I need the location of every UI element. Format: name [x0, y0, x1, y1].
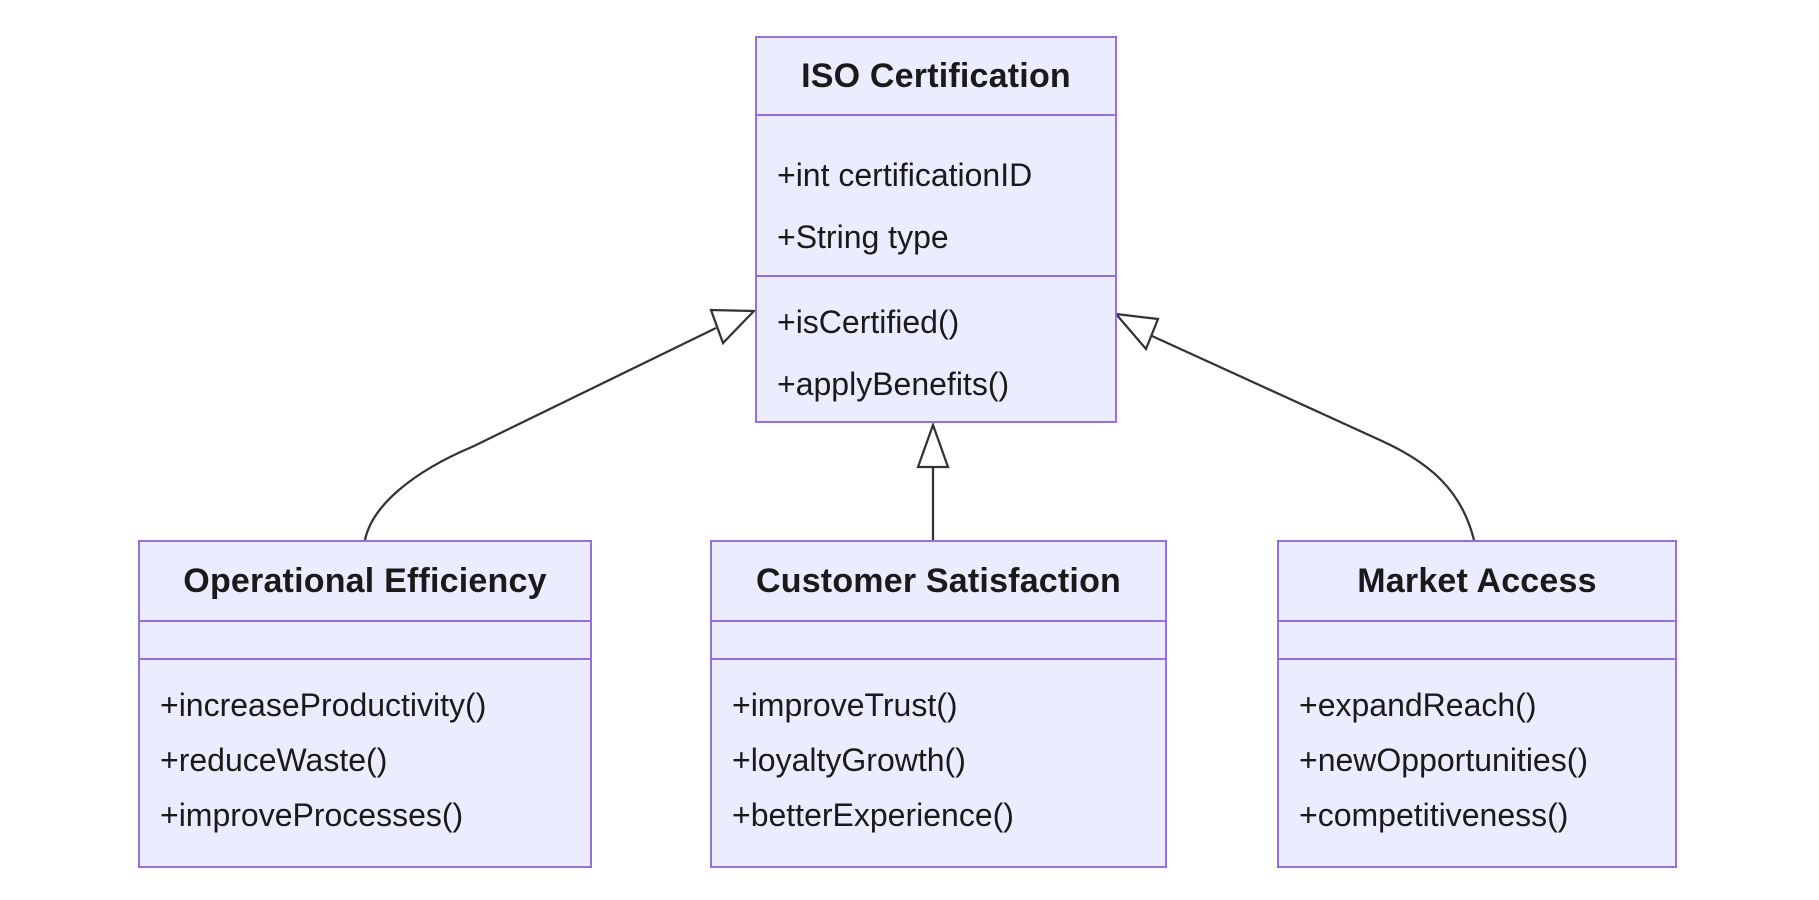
class-attribute: +String type [777, 219, 949, 255]
class-attributes-section [1279, 620, 1675, 658]
class-box-market-access: Market Access +expandReach() +newOpportu… [1277, 540, 1677, 868]
inheritance-arrow-market-access [1113, 312, 1476, 541]
class-attributes-section: +int certificationID +String type [757, 114, 1115, 275]
class-method: +isCertified() [777, 304, 960, 340]
class-method: +increaseProductivity() [160, 687, 487, 723]
class-title: Customer Satisfaction [755, 561, 1122, 600]
class-method: +reduceWaste() [160, 742, 388, 778]
inheritance-arrow-customer-satisfaction [916, 421, 950, 540]
class-methods-section: +isCertified() +applyBenefits() [757, 275, 1115, 421]
class-methods-section: +increaseProductivity() +reduceWaste() +… [140, 658, 590, 866]
class-method: +expandReach() [1299, 687, 1537, 723]
class-attributes-section [140, 620, 590, 658]
class-method: +applyBenefits() [777, 366, 1010, 402]
class-attributes-section [712, 620, 1165, 658]
class-box-operational-efficiency: Operational Efficiency +increaseProducti… [138, 540, 592, 868]
class-method: +improveTrust() [732, 687, 958, 723]
class-method: +loyaltyGrowth() [732, 742, 966, 778]
class-attribute: +int certificationID [777, 157, 1033, 193]
inheritance-arrow-operational-efficiency [363, 308, 757, 541]
class-box-iso-certification: ISO Certification +int certificationID +… [755, 36, 1117, 423]
class-method: +betterExperience() [732, 797, 1014, 833]
class-methods-section: +expandReach() +newOpportunities() +comp… [1279, 658, 1675, 866]
class-method: +newOpportunities() [1299, 742, 1589, 778]
class-box-customer-satisfaction: Customer Satisfaction +improveTrust() +l… [710, 540, 1167, 868]
class-method: +competitiveness() [1299, 797, 1569, 833]
class-method: +improveProcesses() [160, 797, 464, 833]
class-title: Operational Efficiency [183, 561, 547, 600]
class-title: Market Access [1357, 561, 1597, 600]
class-title: ISO Certification [801, 56, 1071, 95]
class-methods-section: +improveTrust() +loyaltyGrowth() +better… [712, 658, 1165, 866]
